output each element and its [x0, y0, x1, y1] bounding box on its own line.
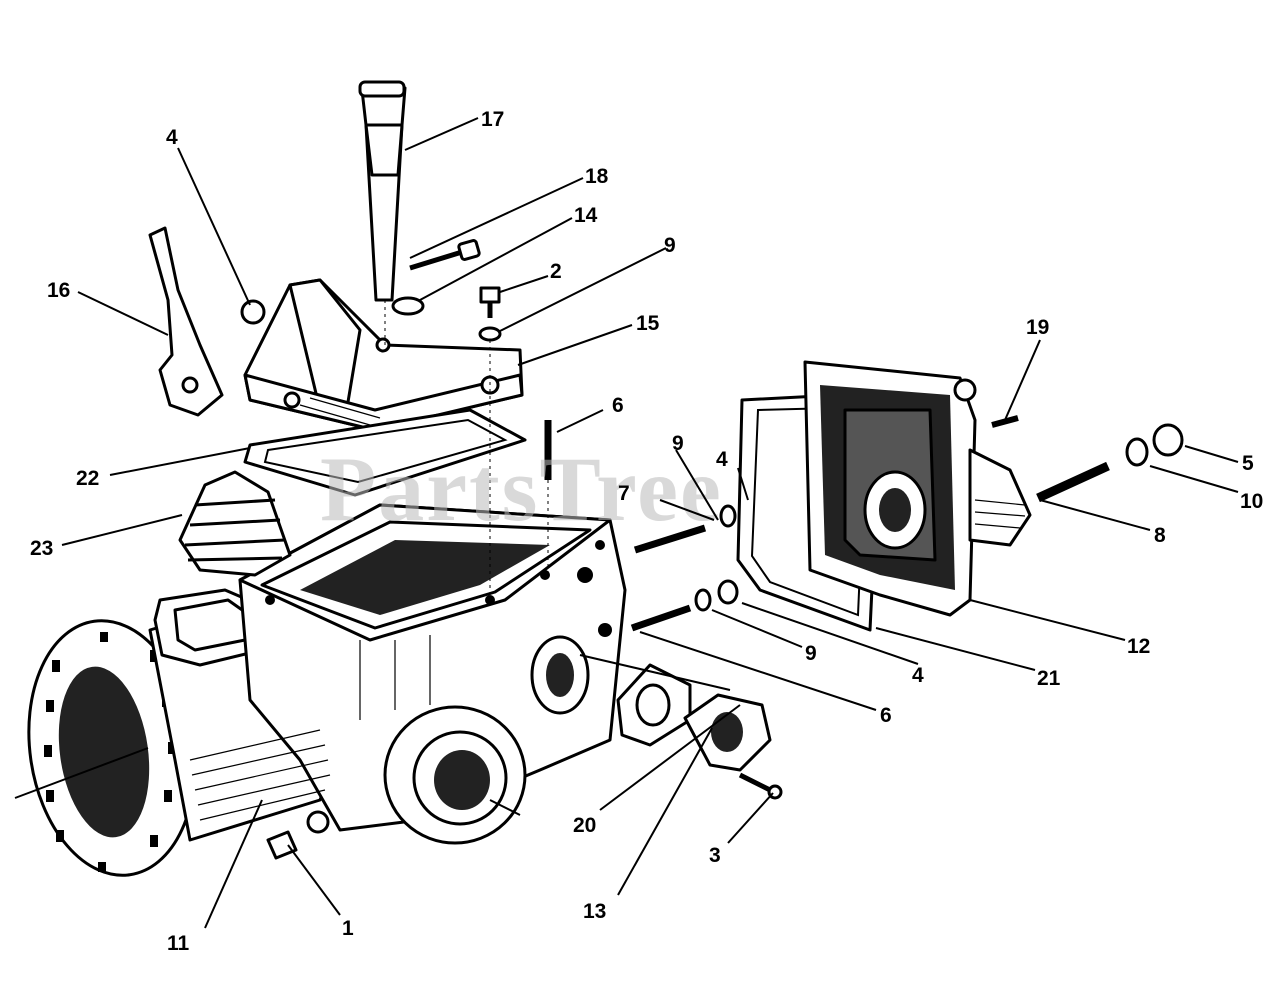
seal-retainer-assembly — [616, 663, 783, 800]
callout-15: 15 — [636, 312, 660, 335]
callout-14: 14 — [574, 204, 598, 227]
pin — [991, 415, 1019, 428]
callout-6-top: 6 — [612, 394, 624, 417]
callout-13: 13 — [583, 900, 606, 923]
callout-22: 22 — [76, 467, 99, 490]
callout-8: 8 — [1154, 524, 1166, 547]
callout-20: 20 — [573, 814, 596, 837]
nut-left — [240, 299, 266, 325]
callout-7: 7 — [618, 482, 630, 505]
callout-4-low: 4 — [912, 664, 924, 687]
shift-fork — [148, 226, 224, 417]
callout-10: 10 — [1240, 490, 1263, 513]
washer-10 — [1125, 437, 1149, 467]
nut-5 — [1152, 423, 1184, 457]
callout-12: 12 — [1127, 635, 1150, 658]
callout-9-top: 9 — [664, 234, 676, 257]
callout-3: 3 — [709, 844, 721, 867]
callout-19: 19 — [1026, 316, 1049, 339]
callout-9-low: 9 — [805, 642, 817, 665]
leader-lines — [14, 117, 1239, 929]
callout-18: 18 — [585, 165, 609, 188]
o-ring — [391, 296, 425, 316]
stud-6-lower — [630, 604, 692, 632]
pto-housing — [736, 360, 1032, 632]
callout-2: 2 — [550, 260, 562, 283]
callout-4-top: 4 — [166, 126, 178, 149]
bolt-2 — [478, 286, 502, 342]
callout-1: 1 — [342, 917, 354, 940]
shift-cover-assembly — [243, 80, 524, 432]
callout-4-mid: 4 — [716, 448, 728, 471]
callout-labels: 17 4 18 14 9 2 16 15 19 6 9 4 5 22 7 10 … — [30, 108, 1263, 955]
callout-11: 11 — [167, 932, 190, 955]
callout-6-low: 6 — [880, 704, 892, 727]
callout-17: 17 — [481, 108, 504, 131]
stud-8 — [1036, 461, 1110, 503]
callout-16: 16 — [47, 279, 70, 302]
bolt-18 — [409, 239, 481, 271]
transmission-housing — [27, 503, 627, 877]
watermark: PartsTree — [320, 438, 723, 540]
callout-9-mid: 9 — [672, 432, 684, 455]
callout-5: 5 — [1242, 452, 1254, 475]
callout-23: 23 — [30, 537, 53, 560]
callout-21: 21 — [1037, 667, 1061, 690]
stud-7 — [633, 524, 707, 554]
rubber-boot — [178, 470, 292, 577]
